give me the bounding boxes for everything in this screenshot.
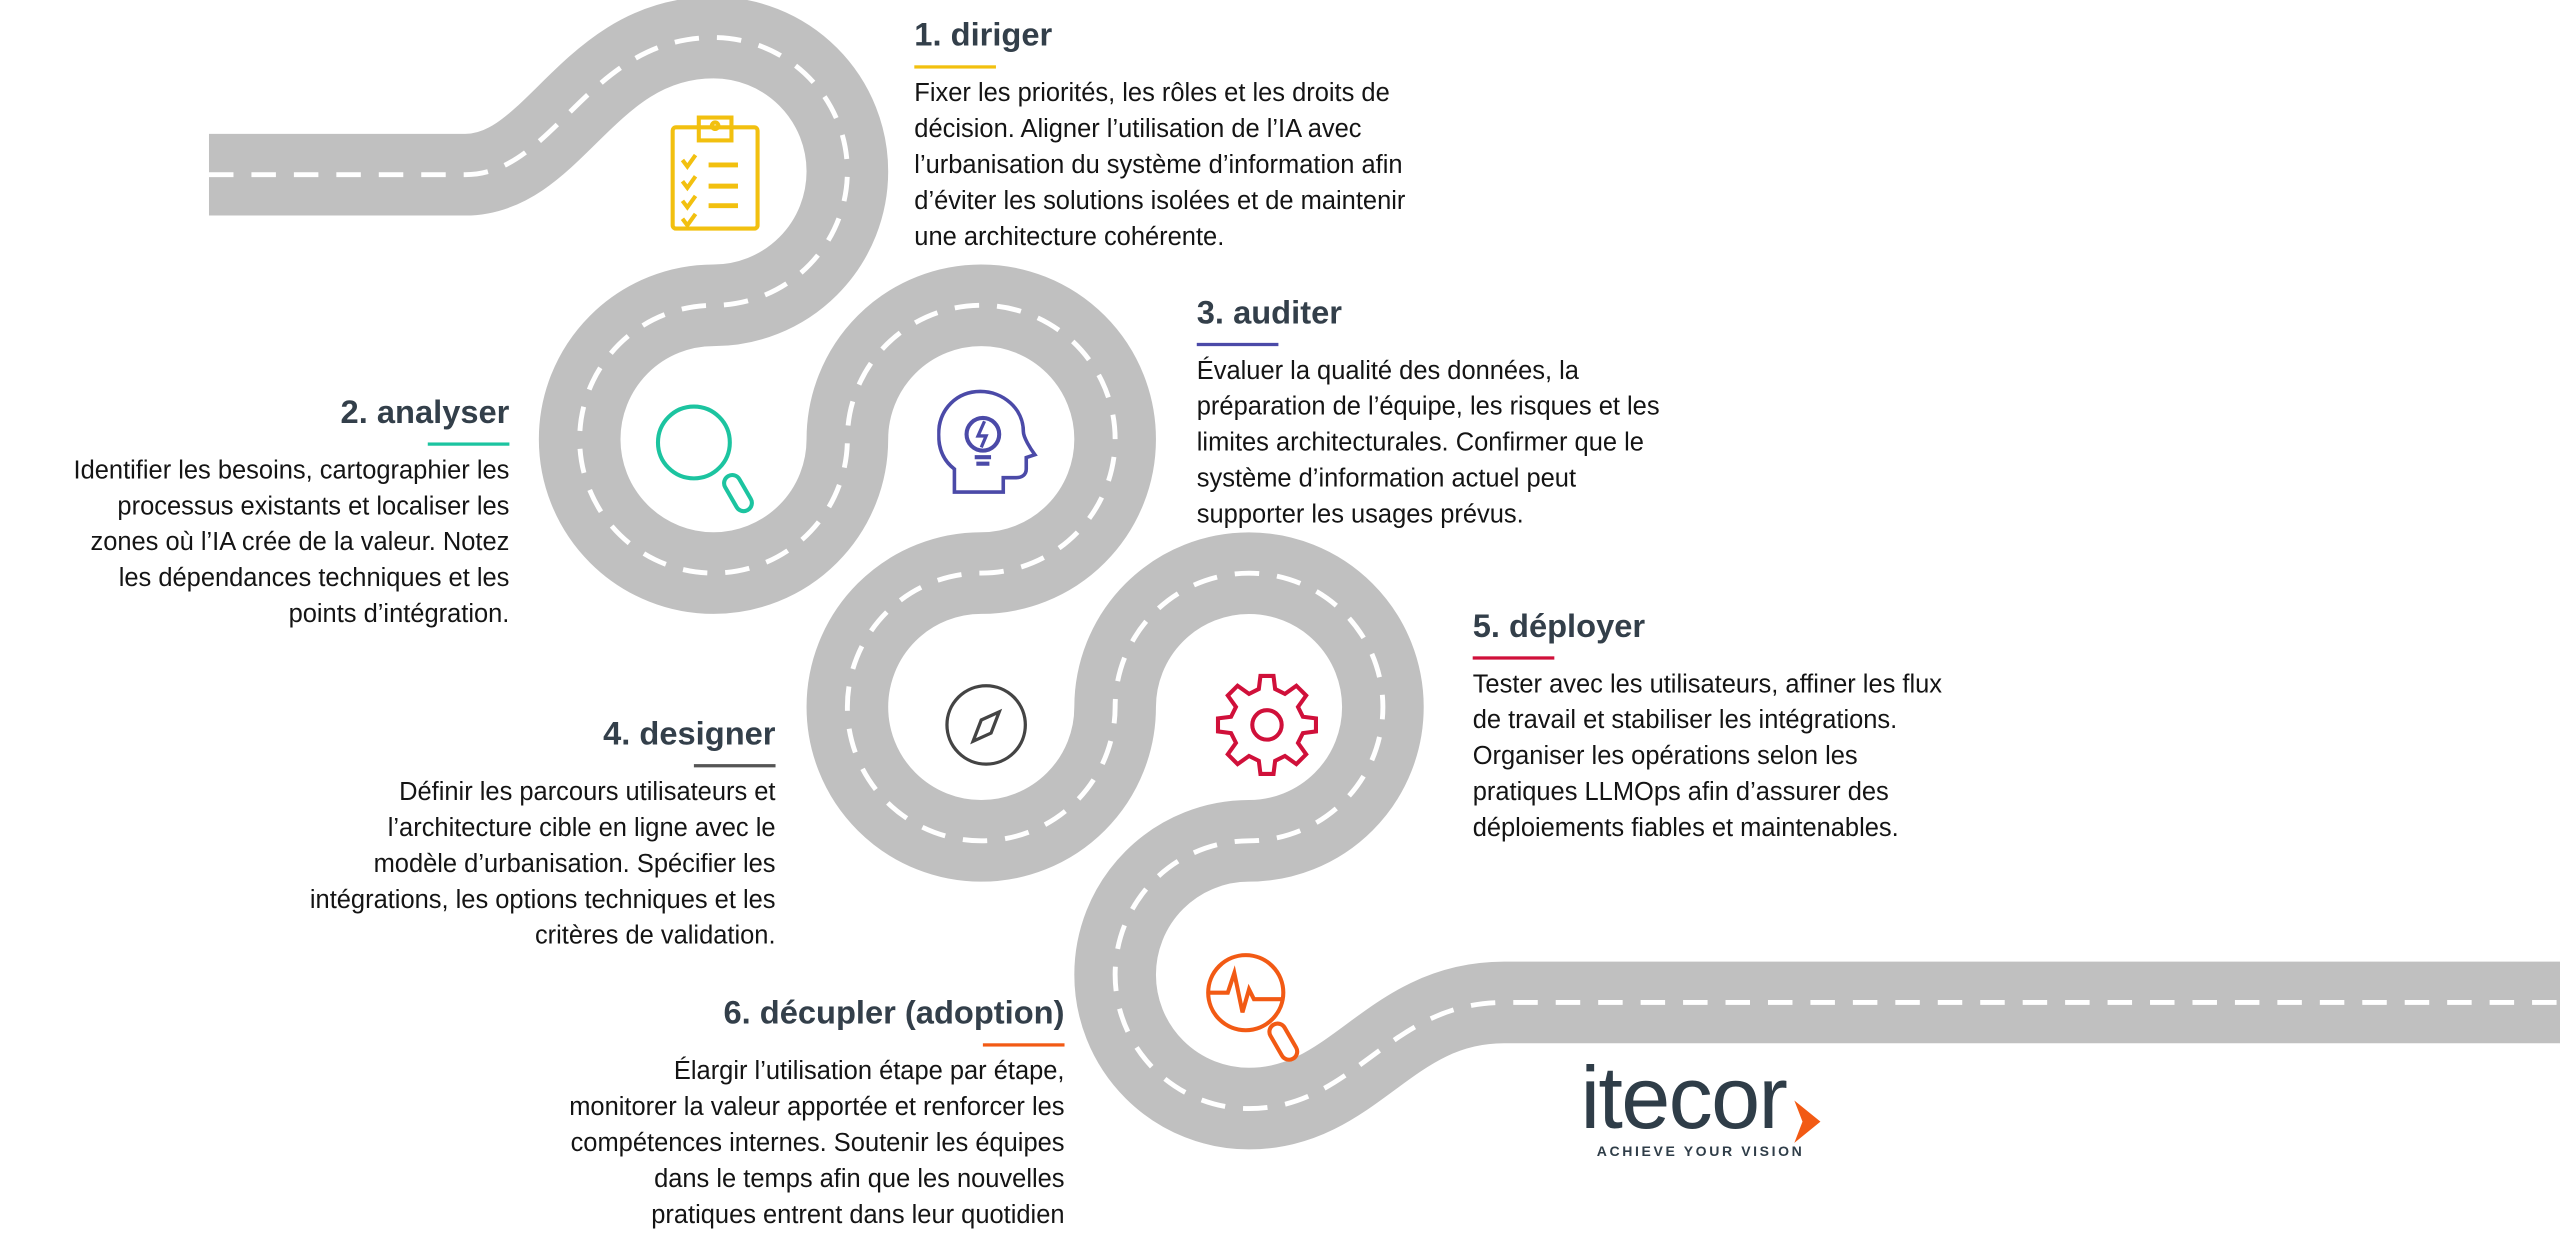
step-description: Élargir l’utilisation étape par étape, mo… xyxy=(569,1055,1064,1234)
step-description: Fixer les priorités, les rôles et les dr… xyxy=(914,77,1405,257)
description-line: pratiques LLMOps afin d’assurer des xyxy=(1472,778,1889,807)
title-underline xyxy=(693,764,776,768)
description-line: l’urbanisation du système d’information … xyxy=(914,151,1403,180)
title-underline xyxy=(427,442,510,446)
gear-icon xyxy=(1215,673,1318,776)
step-title: 4. designer xyxy=(603,716,776,753)
description-line: zones où l’IA crée de la valeur. Notez xyxy=(90,528,510,557)
title-underline xyxy=(1196,342,1279,347)
pulse-magnifier-icon xyxy=(1206,953,1300,1062)
logo-wordmark: itecor xyxy=(1580,1049,1787,1148)
description-line: Élargir l’utilisation étape par étape, xyxy=(673,1057,1065,1086)
description-line: pratiques entrent dans leur quotidien xyxy=(651,1201,1065,1230)
step-3-auditer: 3. auditer Évaluer la qualité des donnée… xyxy=(1196,294,1660,534)
description-line: les dépendances techniques et les xyxy=(118,564,510,593)
step-title: 6. décupler (adoption) xyxy=(723,995,1065,1032)
step-title: 2. analyser xyxy=(340,395,510,432)
description-line: compétences internes. Soutenir les équip… xyxy=(570,1129,1065,1158)
description-line: de travail et stabiliser les intégration… xyxy=(1472,706,1898,735)
title-underline xyxy=(914,65,996,69)
description-line: modèle d’urbanisation. Spécifier les xyxy=(373,850,776,879)
description-line: Identifier les besoins, cartographier le… xyxy=(73,457,510,485)
title-underline xyxy=(982,1043,1065,1047)
compass-icon xyxy=(945,684,1027,766)
description-line: Organiser les opérations selon les xyxy=(1472,742,1858,771)
description-line: Définir les parcours utilisateurs et xyxy=(399,778,776,807)
description-line: dans le temps afin que les nouvelles xyxy=(654,1165,1065,1194)
description-line: l’architecture cible en ligne avec le xyxy=(387,814,776,843)
step-description: Évaluer la qualité des données, la prépar… xyxy=(1197,354,1660,534)
description-line: une architecture cohérente. xyxy=(914,223,1225,252)
description-line: points d’intégration. xyxy=(288,600,510,629)
clipboard-checklist-icon xyxy=(670,115,760,231)
step-description: Tester avec les utilisateurs, affiner le… xyxy=(1473,668,1942,848)
chevron-right-icon xyxy=(1794,1100,1821,1143)
step-title: 5. déployer xyxy=(1472,608,1646,645)
description-line: déploiements fiables et maintenables. xyxy=(1472,814,1899,843)
step-description: Définir les parcours utilisateurs et l’ar… xyxy=(310,776,776,956)
description-line: monitorer la valeur apportée et renforce… xyxy=(569,1093,1065,1122)
step-title: 3. auditer xyxy=(1196,295,1342,332)
description-line: processus existants et localiser les xyxy=(117,493,510,521)
title-underline xyxy=(1472,656,1555,660)
description-line: Fixer les priorités, les rôles et les dr… xyxy=(914,80,1390,108)
step-description: Identifier les besoins, cartographier le… xyxy=(74,454,510,634)
description-line: limites architecturales. Confirmer que l… xyxy=(1196,429,1644,458)
step-4-designer: 4. designer Définir les parcours utilisa… xyxy=(310,715,776,955)
description-line: critères de validation. xyxy=(534,922,776,951)
description-line: Évaluer la qualité des données, la xyxy=(1196,357,1579,386)
lane-marking xyxy=(208,35,2560,1112)
step-1-diriger: 1. diriger Fixer les priorités, les rôle… xyxy=(914,16,1405,256)
step-title: 1. diriger xyxy=(914,17,1053,54)
description-line: Tester avec les utilisateurs, affiner le… xyxy=(1472,671,1943,699)
description-line: système d’information actuel peut xyxy=(1196,465,1577,494)
description-line: préparation de l’équipe, les risques et … xyxy=(1196,393,1660,422)
description-line: supporter les usages prévus. xyxy=(1196,501,1524,529)
step-6-decupler: 6. décupler (adoption) Élargir l’utilisa… xyxy=(569,994,1065,1234)
description-line: décision. Aligner l’utilisation de l’IA … xyxy=(914,115,1362,144)
logo-tagline: ACHIEVE YOUR VISION xyxy=(1596,1142,1805,1160)
step-5-deployer: 5. déployer Tester avec les utilisateurs… xyxy=(1472,607,1942,848)
description-line: intégrations, les options techniques et … xyxy=(309,886,776,915)
head-lightbulb-icon xyxy=(937,389,1038,494)
description-line: d’éviter les solutions isolées et de mai… xyxy=(914,187,1406,216)
step-2-analyser: 2. analyser Identifier les besoins, cart… xyxy=(74,393,510,633)
itecor-logo: itecor ACHIEVE YOUR VISION xyxy=(1580,1049,1890,1162)
magnifier-icon xyxy=(655,404,754,514)
